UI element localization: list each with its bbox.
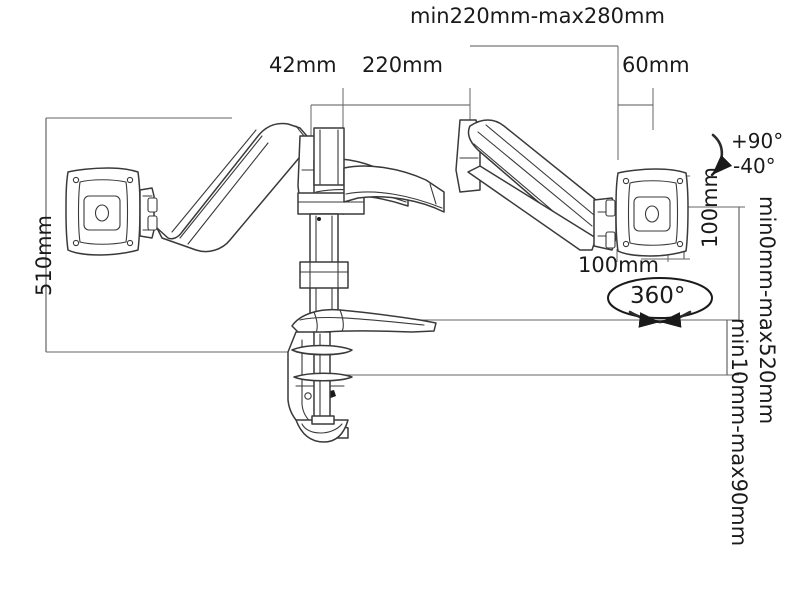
label-height-total: 510mm	[32, 215, 56, 296]
label-rotation-360: 360°	[630, 283, 686, 309]
label-clamp-range: min10mm-max90mm	[727, 318, 751, 547]
tilt-arrow-icon	[710, 133, 733, 177]
label-vesa-height: 100mm	[698, 167, 722, 248]
right-arm-assembly	[343, 119, 617, 251]
label-arm-inner: 220mm	[362, 53, 443, 77]
label-column-offset: 42mm	[269, 53, 337, 77]
desk-clamp	[287, 308, 437, 443]
label-height-adjust: min0mm-max520mm	[755, 196, 779, 425]
label-vesa-width: 100mm	[578, 253, 659, 277]
label-tilt-down: -40°	[733, 154, 776, 178]
label-tilt-up: +90°	[731, 129, 784, 153]
rotation-360-icon	[607, 277, 713, 328]
left-vesa-plate	[65, 167, 158, 256]
label-arm-range: min220mm-max280mm	[410, 4, 665, 28]
label-head-offset: 60mm	[622, 53, 690, 77]
right-vesa-plate	[615, 168, 689, 257]
